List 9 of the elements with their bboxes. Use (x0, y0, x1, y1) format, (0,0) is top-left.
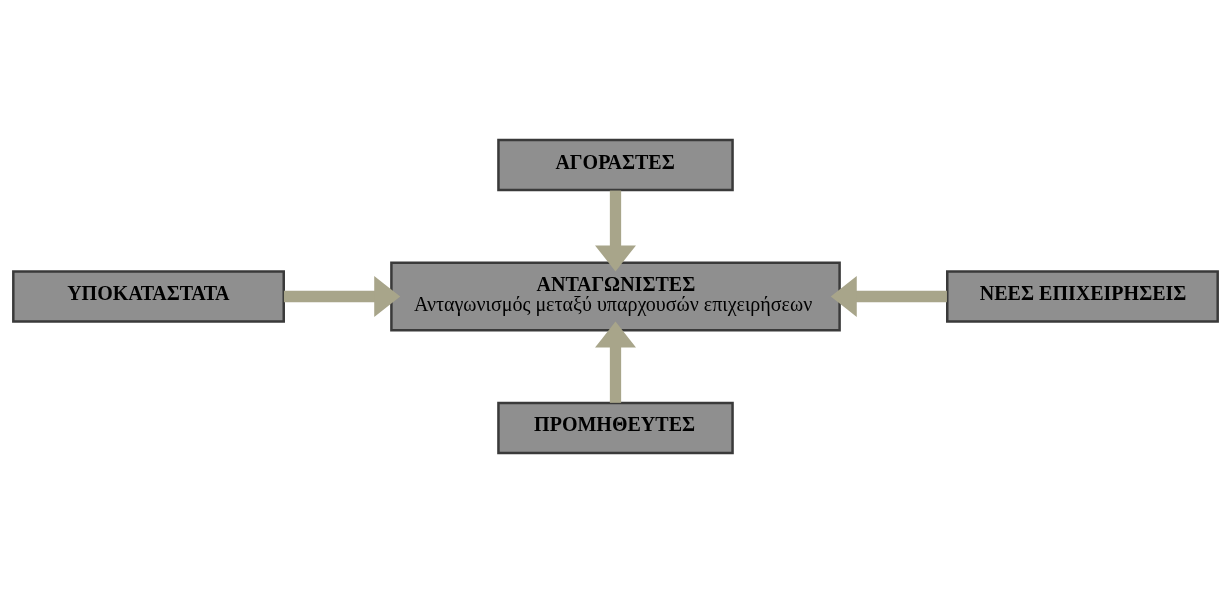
arrow (595, 190, 636, 271)
arrow (283, 275, 401, 317)
arrow (595, 321, 636, 403)
node-box: ΠΡΟΜΗΘΕΥΤΕΣ (497, 401, 734, 454)
node-box: ΑΓΟΡΑΣΤΕΣ (497, 138, 734, 191)
node-box: ΑΝΤΑΓΩΝΙΣΤΕΣ Ανταγωνισμός μεταξύ υπαρχουσών επιχειρήσεων (390, 260, 841, 332)
node-box: ΝΕΕΣ ΕΠΙΧΕΙΡΗΣΕΙΣ (946, 269, 1219, 323)
node-box: ΥΠΟΚΑΤΑΣΤΑΤΑ (12, 269, 285, 323)
arrow (830, 275, 947, 317)
